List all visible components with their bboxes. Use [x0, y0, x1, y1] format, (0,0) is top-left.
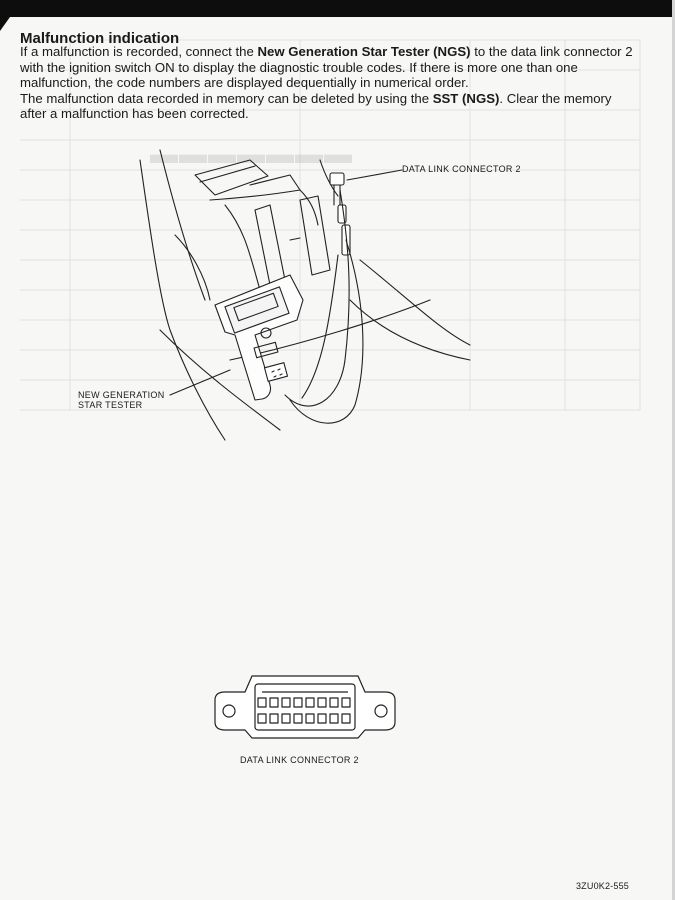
paragraph-2: The malfunction data recorded in memory …	[20, 90, 612, 122]
section-heading: Malfunction indication	[20, 30, 180, 47]
bleed-through-table	[20, 39, 641, 411]
ngs-bold: New Generation Star Tester (NGS)	[257, 44, 471, 59]
sst-bold: SST (NGS)	[432, 90, 500, 106]
page-corner-shadow	[0, 17, 10, 31]
label-data-link-connector-bottom: DATA LINK CONNECTOR 2	[240, 755, 359, 765]
label-new-generation-star-tester: NEW GENERATION STAR TESTER	[78, 390, 165, 410]
data-link-connector-diagram	[214, 675, 396, 739]
paragraph-1: If a malfunction is recorded, connect th…	[20, 44, 633, 90]
label-data-link-connector-top: DATA LINK CONNECTOR 2	[402, 164, 521, 174]
bleed-through-heading: ▬▬▬▬▬▬▬	[150, 138, 353, 169]
page-right-edge	[672, 0, 675, 900]
document-code: 3ZU0K2-555	[575, 881, 629, 891]
ngs-connection-illustration	[139, 149, 471, 441]
page-top-edge	[0, 0, 675, 17]
body-text: If a malfunction is recorded, connect th…	[20, 44, 635, 122]
